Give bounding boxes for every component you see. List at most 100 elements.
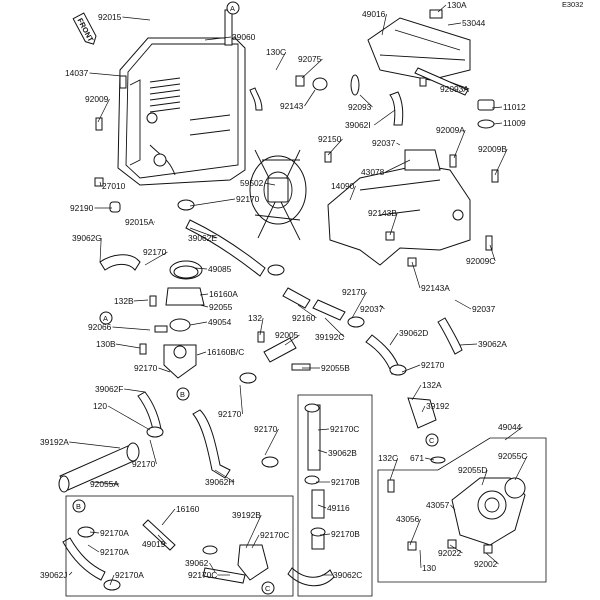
radiator-illustration	[117, 9, 263, 186]
part-label: 92170A	[100, 547, 129, 557]
part-label: 92009	[85, 94, 109, 104]
leader-line	[491, 106, 503, 109]
leader-line	[351, 291, 367, 319]
part-label: 132B	[114, 296, 134, 306]
part-label: 39062C	[333, 570, 362, 580]
leader-line	[381, 13, 387, 36]
ref-a-left: A	[99, 311, 113, 325]
part-label: 92170A	[100, 528, 129, 538]
leader-line	[239, 384, 243, 415]
fittings	[77, 74, 499, 591]
part-label: 49116	[327, 503, 350, 513]
part-label: 92170	[134, 363, 158, 373]
part-label: 39062G	[72, 233, 102, 243]
part-label: 92093	[348, 102, 372, 112]
ref-a-top-label: A	[230, 4, 235, 13]
leader-line	[115, 343, 141, 349]
leader-line	[409, 518, 421, 546]
leader-line	[421, 405, 426, 413]
part-label: 39192C	[315, 332, 344, 342]
leader-line	[514, 455, 528, 481]
leader-line	[68, 571, 73, 576]
part-label: 92015A	[125, 217, 154, 227]
part-label: 132A	[422, 380, 442, 390]
leader-line	[317, 504, 327, 509]
leader-line	[419, 549, 422, 569]
leader-line	[133, 299, 149, 302]
leader-lines	[68, 4, 528, 586]
part-label: 92093A	[440, 84, 469, 94]
leader-line	[91, 481, 120, 485]
leader-line	[99, 181, 102, 187]
leader-line	[449, 544, 463, 554]
part-label: 39062F	[95, 384, 123, 394]
leader-line	[349, 185, 356, 201]
leader-line	[196, 351, 207, 356]
leader-line	[89, 531, 100, 534]
leader-line	[389, 212, 398, 236]
part-label: 39062D	[399, 328, 428, 338]
leader-line	[264, 428, 279, 456]
part-label: 43056	[396, 514, 420, 524]
leader-line	[194, 267, 208, 270]
part-label: 130B	[96, 339, 116, 349]
part-label: 39062B	[328, 448, 357, 458]
leader-line	[324, 317, 345, 338]
leader-line	[411, 384, 422, 401]
leader-line	[144, 251, 168, 266]
ref-c-box-label: C	[265, 584, 271, 593]
part-label: 92066	[88, 322, 112, 332]
part-label: 92170	[254, 424, 278, 434]
leader-line	[251, 534, 260, 549]
leader-line	[124, 388, 146, 393]
leader-line	[69, 441, 121, 449]
part-label: 92170C	[330, 424, 359, 434]
leader-line	[264, 182, 276, 186]
leader-line	[481, 469, 488, 486]
leader-line	[245, 514, 262, 549]
part-label: 39062I	[345, 120, 371, 130]
part-label: 43078	[361, 167, 385, 177]
part-label: 92190	[70, 203, 94, 213]
leader-line	[304, 89, 316, 107]
leader-line	[189, 198, 236, 207]
part-label: 92002	[474, 559, 498, 569]
part-label: 49016	[362, 9, 386, 19]
part-label: 11012	[503, 102, 526, 112]
part-label: 53044	[462, 18, 486, 28]
part-label: 92170	[132, 459, 156, 469]
part-label: 92170	[421, 360, 445, 370]
leader-line	[489, 244, 496, 262]
part-label: 92170A	[115, 570, 144, 580]
part-label: 92055B	[321, 363, 350, 373]
part-label: 92037	[472, 304, 496, 314]
ref-c-mid-label: C	[429, 436, 435, 445]
leader-line	[189, 227, 218, 239]
leader-line	[297, 304, 317, 319]
leader-line	[385, 159, 411, 173]
leader-line	[204, 36, 232, 41]
part-label: 92170	[218, 409, 242, 419]
part-label: 39192A	[40, 437, 69, 447]
part-label: 92170	[236, 194, 260, 204]
part-label: 14037	[65, 68, 89, 78]
part-label: 92022	[438, 548, 462, 558]
part-label: 92143	[280, 101, 304, 111]
part-label: 132	[248, 313, 262, 323]
leader-line	[359, 94, 373, 108]
part-label: 92055	[209, 302, 233, 312]
leader-line	[493, 122, 503, 125]
fan-illustration	[249, 149, 307, 241]
leader-line	[97, 98, 110, 123]
part-label: 39192	[426, 401, 450, 411]
leader-line	[373, 109, 396, 126]
leader-line	[453, 129, 466, 159]
leader-line	[389, 332, 399, 346]
leader-line	[259, 317, 264, 336]
part-label: 92170B	[331, 529, 360, 539]
leader-line	[275, 51, 287, 71]
ref-a-left-label: A	[103, 314, 108, 323]
leader-line	[122, 16, 151, 21]
part-label: 92075	[298, 54, 322, 64]
